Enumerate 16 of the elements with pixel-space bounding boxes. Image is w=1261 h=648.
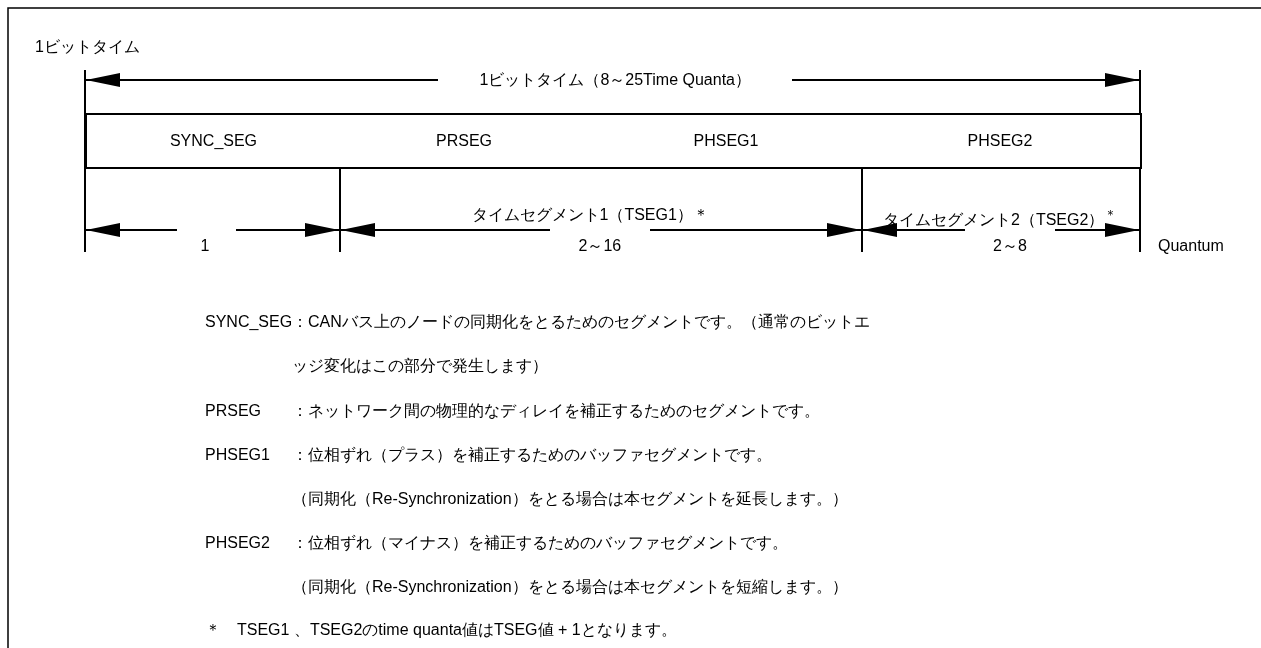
description-text: ：位相ずれ（マイナス）を補正するためのバッファセグメントです。 [292, 533, 788, 553]
segment-box: PHSEG2 [860, 113, 1142, 169]
term-label: PHSEG1 [205, 445, 270, 465]
description-text: （同期化（Re-Synchronization）をとる場合は本セグメントを短縮します。） [292, 577, 848, 597]
term-label: SYNC_SEG [205, 312, 293, 332]
description-text: ：CANバス上のノードの同期化をとるためのセグメントです。（通常のビットエッジ変化はこの部分で発生します） [292, 312, 871, 376]
term-label: PHSEG2 [205, 533, 270, 553]
dimension-label: タイムセグメント1（TSEG1）＊ [471, 205, 709, 225]
description-text: ：位相ずれ（プラス）を補正するためのバッファセグメントです。 [292, 445, 772, 465]
description-text: （同期化（Re-Synchronization）をとる場合は本セグメントを延長します。） [292, 489, 848, 509]
unit-label: Quantum [1158, 236, 1224, 256]
footnote-text: ＊ TSEG1 、TSEG2のtime quanta値はTSEG値 + 1となります。 [205, 620, 677, 640]
segment-box: PRSEG [338, 113, 592, 169]
description-text: ：ネットワーク間の物理的なディレイを補正するためのセグメントです。 [292, 401, 820, 421]
title: 1ビットタイム [35, 37, 140, 57]
term-label: PRSEG [205, 401, 261, 421]
